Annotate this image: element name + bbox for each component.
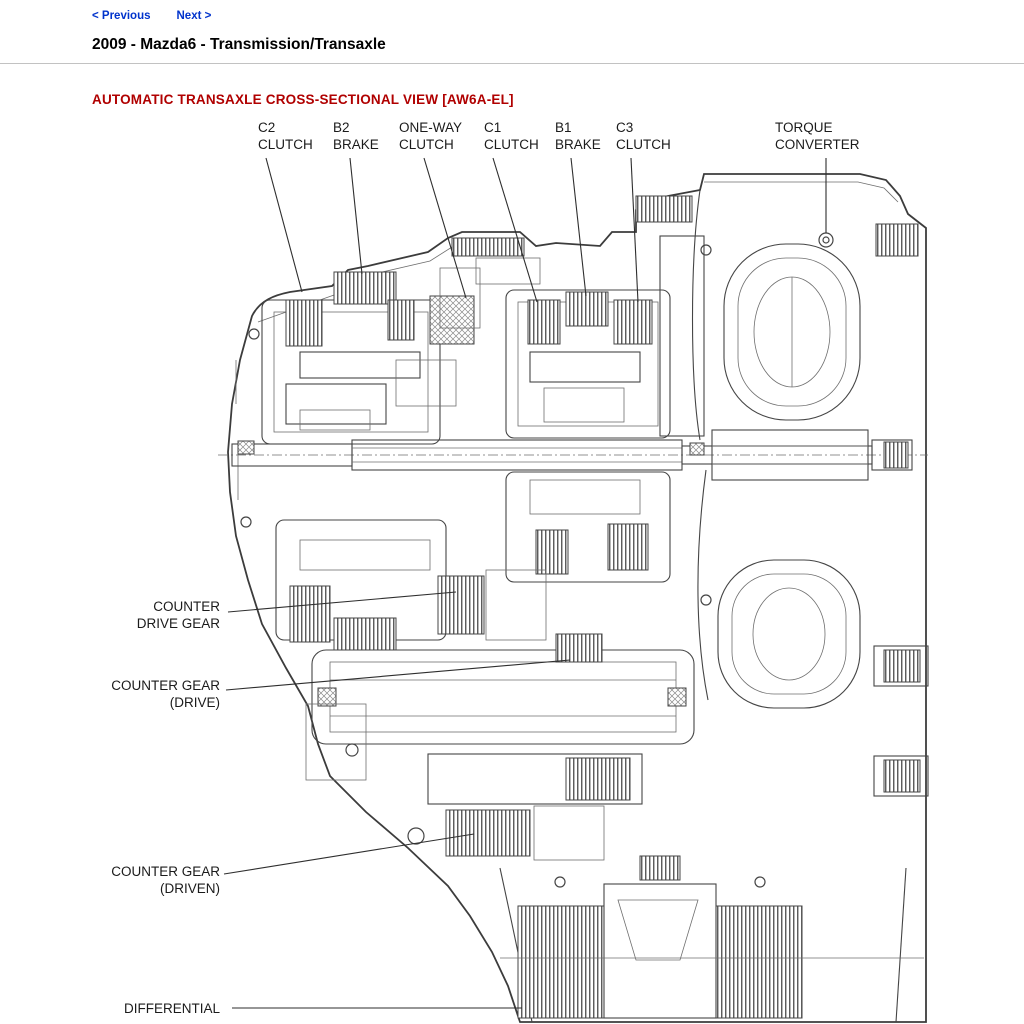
label-torque-converter: TORQUE CONVERTER <box>775 119 860 153</box>
center-clutch-group <box>439 195 705 439</box>
label-line: C3 <box>616 120 634 135</box>
differential-assembly <box>499 855 924 1023</box>
label-line: (DRIVEN) <box>160 881 220 896</box>
main-shaft <box>218 439 928 471</box>
pager-nav: < Previous Next > <box>92 10 237 22</box>
label-line: COUNTER GEAR <box>111 678 220 693</box>
label-line: TORQUE <box>775 120 833 135</box>
label-counter-drive-gear: COUNTER DRIVE GEAR <box>40 598 220 632</box>
counter-drive-gear-part <box>437 569 547 641</box>
label-line: CLUTCH <box>616 137 671 152</box>
previous-link[interactable]: < Previous <box>92 10 151 22</box>
label-line: CLUTCH <box>399 137 454 152</box>
label-line: B2 <box>333 120 350 135</box>
torque-converter-assembly <box>691 189 929 797</box>
label-b2-brake: B2 BRAKE <box>333 119 379 153</box>
label-line: DIFFERENTIAL <box>123 1001 220 1016</box>
label-c2-clutch: C2 CLUTCH <box>258 119 313 153</box>
counter-gear-driven-part <box>445 805 605 861</box>
lower-clutch-group <box>275 471 671 651</box>
label-c3-clutch: C3 CLUTCH <box>616 119 671 153</box>
label-line: B1 <box>555 120 572 135</box>
left-clutch-group <box>261 271 475 445</box>
page-title: 2009 - Mazda6 - Transmission/Transaxle <box>92 36 386 53</box>
leader-lines <box>223 157 827 1009</box>
header-divider <box>0 63 1024 64</box>
label-b1-brake: B1 BRAKE <box>555 119 601 153</box>
label-line: COUNTER <box>153 599 220 614</box>
label-c1-clutch: C1 CLUTCH <box>484 119 539 153</box>
label-counter-gear-driven: COUNTER GEAR (DRIVEN) <box>40 863 220 897</box>
label-line: C2 <box>258 120 276 135</box>
label-one-way-clutch: ONE-WAY CLUTCH <box>399 119 462 153</box>
label-counter-gear-drive: COUNTER GEAR (DRIVE) <box>40 677 220 711</box>
next-link[interactable]: Next > <box>176 10 212 22</box>
label-line: C1 <box>484 120 502 135</box>
intermediate-shaft <box>427 753 643 805</box>
label-differential: DIFFERENTIAL <box>40 1000 220 1017</box>
label-line: (DRIVE) <box>169 695 220 710</box>
label-line: CONVERTER <box>775 137 860 152</box>
label-line: DRIVE GEAR <box>136 616 220 631</box>
section-heading: AUTOMATIC TRANSAXLE CROSS-SECTIONAL VIEW… <box>92 92 514 107</box>
label-line: BRAKE <box>333 137 379 152</box>
label-line: CLUTCH <box>258 137 313 152</box>
label-line: ONE-WAY <box>399 120 462 135</box>
label-line: COUNTER GEAR <box>111 864 220 879</box>
counter-gear-drive-part <box>305 633 695 781</box>
label-line: CLUTCH <box>484 137 539 152</box>
label-line: BRAKE <box>555 137 601 152</box>
